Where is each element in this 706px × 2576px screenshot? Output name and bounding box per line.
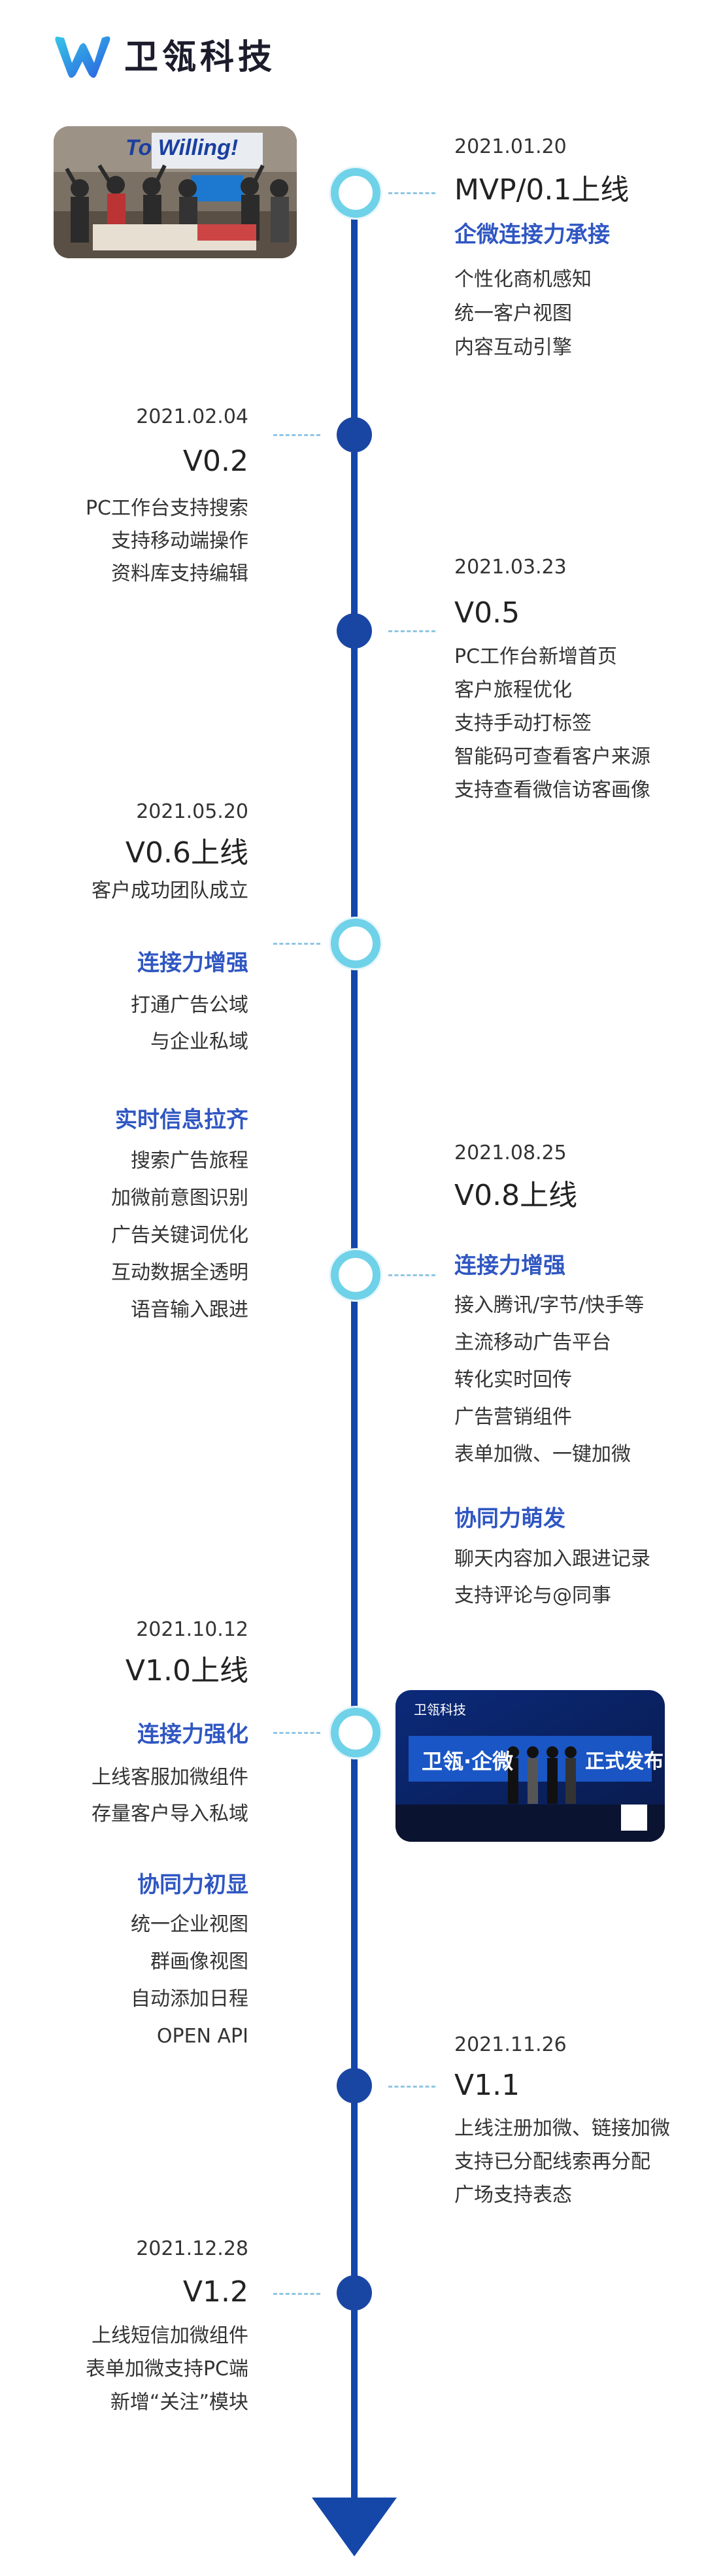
milestone-version: V0.5 (454, 596, 520, 630)
timeline-node (331, 1250, 380, 1300)
milestone-version: V1.0上线 (125, 1654, 248, 1687)
milestone-heading: 连接力增强 (137, 950, 248, 976)
timeline-node (331, 1708, 380, 1757)
milestone-heading: 企微连接力承接 (454, 222, 610, 248)
milestone-item: 主流移动广告平台 (454, 1331, 611, 1354)
milestone-item: 群画像视图 (150, 1950, 248, 1973)
milestone-item: 智能码可查看客户来源 (454, 745, 650, 768)
milestone-item: 支持已分配线索再分配 (454, 2150, 650, 2173)
milestone-version: V1.2 (182, 2275, 248, 2309)
milestone-item: 支持手动打标签 (454, 712, 592, 735)
milestone-subtitle: 客户成功团队成立 (92, 879, 248, 902)
milestone-item: 转化实时回传 (454, 1368, 572, 1391)
milestone-item: 客户旅程优化 (454, 679, 572, 702)
milestone-item: PC工作台新增首页 (454, 645, 618, 668)
milestone-item: 统一企业视图 (131, 1913, 248, 1936)
milestone-item: 语音输入跟进 (131, 1298, 248, 1321)
milestone-date: 2021.03.23 (454, 556, 567, 579)
milestone-heading: 协同力萌发 (454, 1506, 565, 1532)
milestone-item: 聊天内容加入跟进记录 (454, 1548, 650, 1570)
timeline-axis (351, 169, 358, 2522)
milestone-version: V0.8上线 (454, 1179, 578, 1212)
milestone-heading: 连接力强化 (137, 1721, 248, 1748)
connector-line (388, 1274, 435, 1276)
brand-name: 卫瓴科技 (124, 38, 277, 77)
timeline-node (331, 919, 380, 968)
milestone-item: 支持移动端操作 (111, 530, 248, 552)
milestone-item: 内容互动引擎 (454, 336, 572, 359)
milestone-heading: 连接力增强 (454, 1253, 565, 1279)
connector-line (388, 630, 435, 632)
team-photo: To Willing! (54, 126, 297, 258)
milestone-date: 2021.08.25 (454, 1142, 567, 1164)
event-banner-title: 卫瓴·企微 (422, 1749, 514, 1774)
connector-line (273, 1732, 320, 1734)
milestone-item: 广告关键词优化 (111, 1224, 248, 1247)
team-banner-text: To Willing! (126, 135, 239, 160)
milestone-version: V0.6上线 (125, 836, 248, 870)
milestone-item: 支持查看微信访客画像 (454, 779, 650, 802)
connector-line (273, 943, 320, 945)
timeline-node (337, 2068, 372, 2103)
milestone-item: 表单加微、一键加微 (454, 1443, 631, 1466)
milestone-item: 表单加微支持PC端 (85, 2358, 248, 2381)
milestone-item: 存量客户导入私域 (92, 1803, 248, 1825)
connector-line (388, 2086, 435, 2088)
milestone-item: 与企业私域 (150, 1030, 248, 1053)
milestone-item: 互动数据全透明 (111, 1261, 248, 1284)
milestone-item: 新增“关注”模块 (110, 2391, 248, 2414)
milestone-item: 广场支持表态 (454, 2184, 572, 2207)
milestone-item: 资料库支持编辑 (111, 562, 248, 585)
milestone-version: V1.1 (454, 2069, 520, 2102)
milestone-item: 加微前意图识别 (111, 1187, 248, 1210)
milestone-version: MVP/0.1上线 (454, 173, 630, 207)
milestone-heading: 实时信息拉齐 (115, 1107, 248, 1133)
milestone-item: 广告营销组件 (454, 1406, 572, 1429)
connector-line (273, 434, 320, 436)
milestone-item: 搜索广告旅程 (131, 1149, 248, 1172)
connector-line (388, 192, 435, 194)
milestone-date: 2021.02.04 (136, 405, 248, 428)
milestone-item: 统一客户视图 (454, 302, 572, 325)
milestone-heading: 协同力初显 (137, 1872, 248, 1898)
milestone-item: 上线注册加微、链接加微 (454, 2117, 670, 2140)
milestone-item: PC工作台支持搜索 (85, 497, 248, 520)
event-banner-sub: 正式发布 (585, 1750, 664, 1773)
timeline-arrow (312, 2498, 397, 2556)
milestone-date: 2021.01.20 (454, 135, 567, 158)
milestone-date: 2021.12.28 (136, 2237, 248, 2260)
milestone-item: 个性化商机感知 (454, 268, 592, 291)
milestone-item: 接入腾讯/字节/快手等 (454, 1294, 645, 1317)
connector-line (273, 2293, 320, 2295)
milestone-item: 支持评论与@同事 (454, 1584, 611, 1607)
event-logo-text: 卫瓴科技 (414, 1702, 466, 1718)
milestone-item: 自动添加日程 (131, 1988, 248, 2010)
timeline-node (337, 613, 372, 649)
timeline-node (331, 168, 380, 218)
timeline-node (337, 2275, 372, 2311)
milestone-date: 2021.11.26 (454, 2033, 567, 2056)
brand-logo-icon (54, 31, 112, 84)
event-photo: 卫瓴科技 卫瓴·企微 正式发布 (395, 1690, 665, 1842)
milestone-version: V0.2 (182, 445, 248, 478)
milestone-item: 打通广告公域 (131, 994, 248, 1017)
milestone-item: OPEN API (156, 2025, 248, 2048)
milestone-item: 上线短信加微组件 (92, 2324, 248, 2347)
milestone-date: 2021.05.20 (136, 800, 248, 823)
milestone-item: 上线客服加微组件 (92, 1766, 248, 1789)
timeline-node (337, 417, 372, 452)
milestone-date: 2021.10.12 (136, 1618, 248, 1641)
